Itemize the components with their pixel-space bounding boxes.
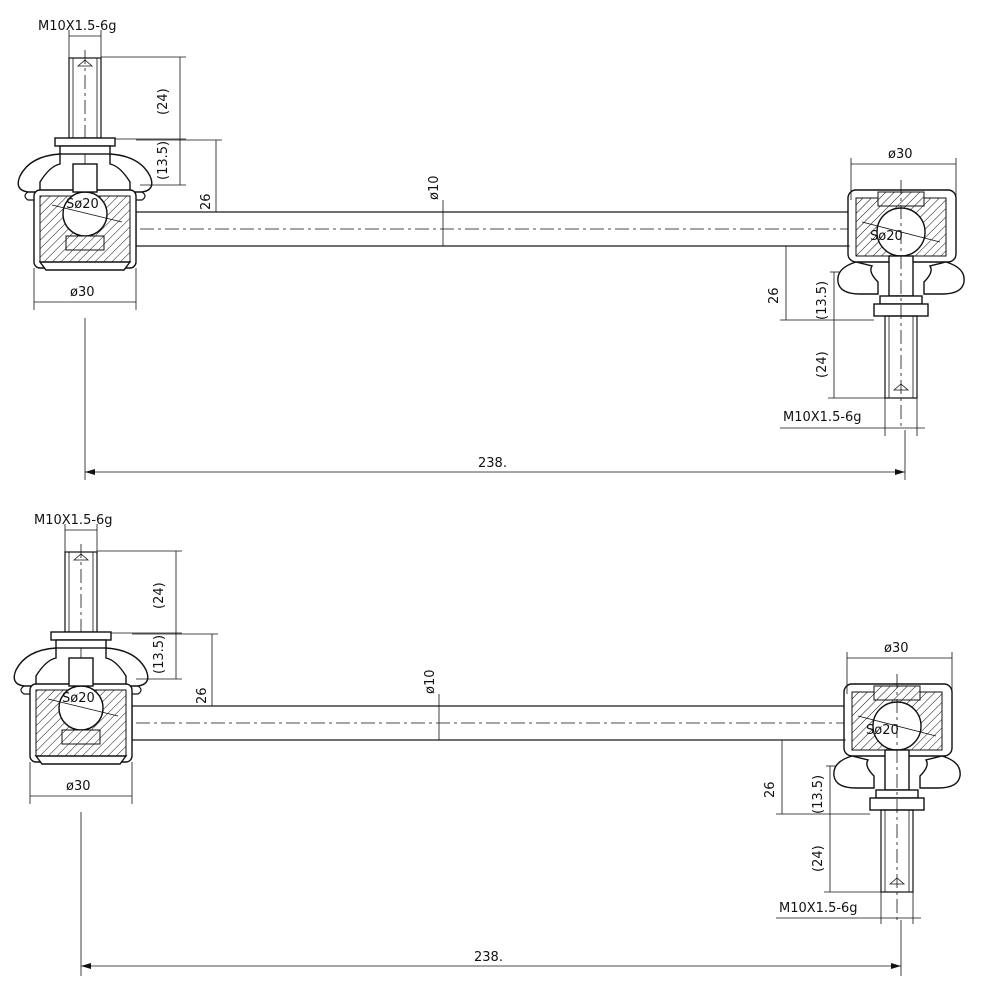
- neck-height-left-label: (13.5): [156, 141, 171, 180]
- offset-left-label: 26: [195, 687, 210, 704]
- bottom-view: M10X1.5-6g (24) (13.5) 26 ø10 Sø20 Sø20 …: [13, 513, 961, 976]
- thread-right-label: M10X1.5-6g: [779, 901, 858, 916]
- stud-length-left-label: (24): [156, 88, 171, 115]
- offset-left-label: 26: [199, 193, 214, 210]
- offset-right-label: 26: [767, 287, 782, 304]
- ball-left-label: Sø20: [66, 197, 99, 212]
- right-ball-joint: [833, 673, 961, 925]
- thread-right-label: M10X1.5-6g: [783, 410, 862, 425]
- neck-height-left-label: (13.5): [152, 635, 167, 674]
- thread-left-label: M10X1.5-6g: [34, 513, 113, 528]
- stud-length-right-label: (24): [815, 351, 830, 378]
- left-ball-joint: [17, 49, 153, 271]
- overall-length-label: 238.: [478, 456, 507, 471]
- top-view: M10X1.5-6g (24) (13.5) 26 ø10 Sø20 Sø20 …: [17, 19, 965, 480]
- rod-diameter-label: ø10: [427, 176, 442, 201]
- stud-length-right-label: (24): [811, 845, 826, 872]
- thread-left-label: M10X1.5-6g: [38, 19, 117, 34]
- stud-length-left-label: (24): [152, 582, 167, 609]
- ball-right-label: Sø20: [870, 229, 903, 244]
- ball-right-label: Sø20: [866, 723, 899, 738]
- neck-height-right-label: (13.5): [811, 775, 826, 814]
- housing-left-label: ø30: [66, 779, 91, 794]
- rod-diameter-label: ø10: [423, 670, 438, 695]
- neck-height-right-label: (13.5): [815, 281, 830, 320]
- left-ball-joint: [13, 543, 149, 765]
- ball-left-label: Sø20: [62, 691, 95, 706]
- overall-length-label: 238.: [474, 950, 503, 965]
- housing-right-label: ø30: [884, 641, 909, 656]
- right-ball-joint: [837, 179, 965, 431]
- housing-left-label: ø30: [70, 285, 95, 300]
- housing-right-label: ø30: [888, 147, 913, 162]
- offset-right-label: 26: [763, 781, 778, 798]
